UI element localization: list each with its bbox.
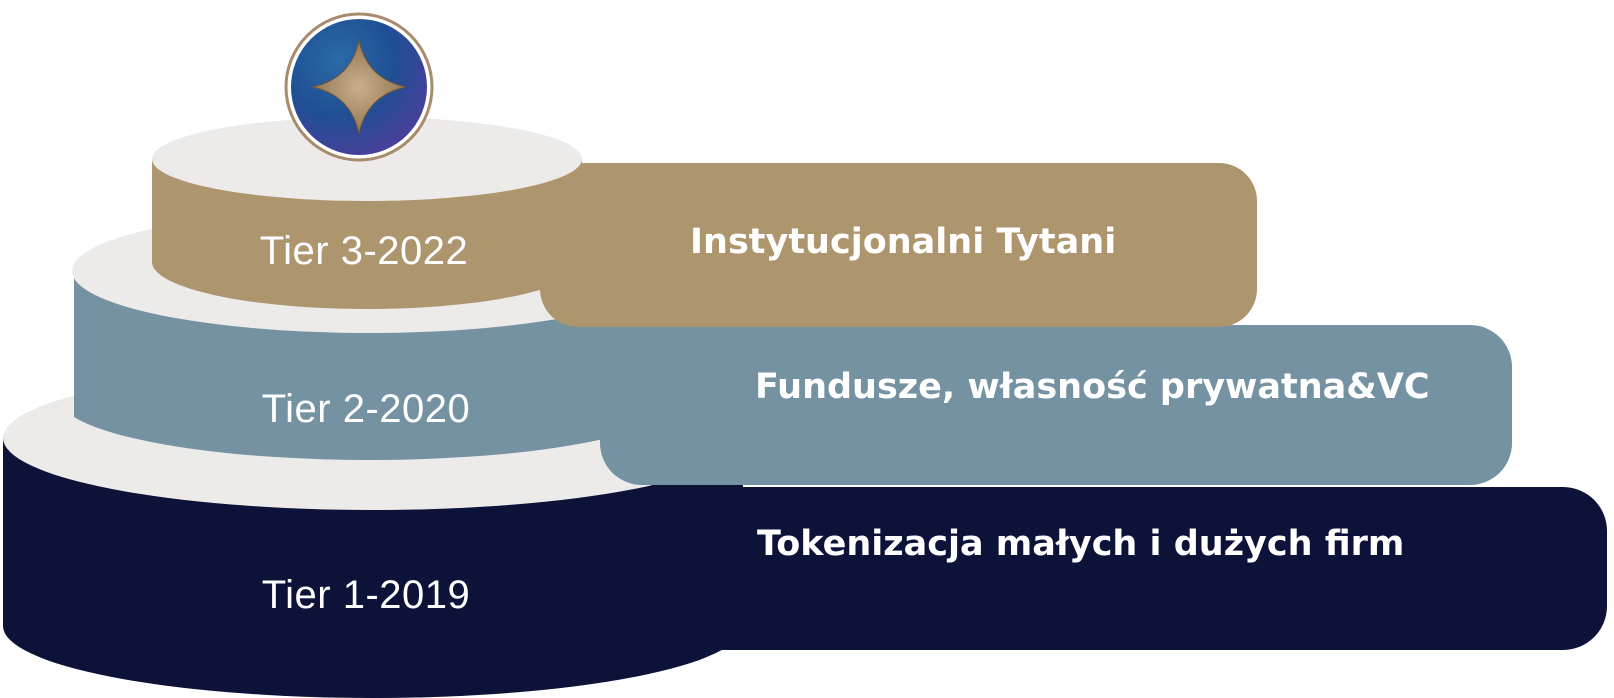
tier-3-label: Tier 3-2022 bbox=[260, 229, 469, 273]
tier-2-description: Fundusze, własność prywatna&VC bbox=[755, 367, 1430, 407]
tier-3: Tier 3-2022 Instytucjonalni Tytani bbox=[152, 117, 1257, 327]
tier-1-cylinder bbox=[3, 438, 743, 698]
tier-2-band bbox=[600, 325, 1512, 485]
tier-2-label: Tier 2-2020 bbox=[262, 387, 471, 431]
tier-3-band bbox=[540, 163, 1257, 327]
tier-1-description: Tokenizacja małych i dużych firm bbox=[757, 524, 1404, 564]
star-icon bbox=[311, 39, 407, 135]
tier-3-description: Instytucjonalni Tytani bbox=[690, 222, 1116, 262]
tier-3-cylinder bbox=[152, 159, 582, 309]
star-medallion-icon bbox=[284, 12, 434, 162]
tier-1-label: Tier 1-2019 bbox=[262, 573, 471, 617]
